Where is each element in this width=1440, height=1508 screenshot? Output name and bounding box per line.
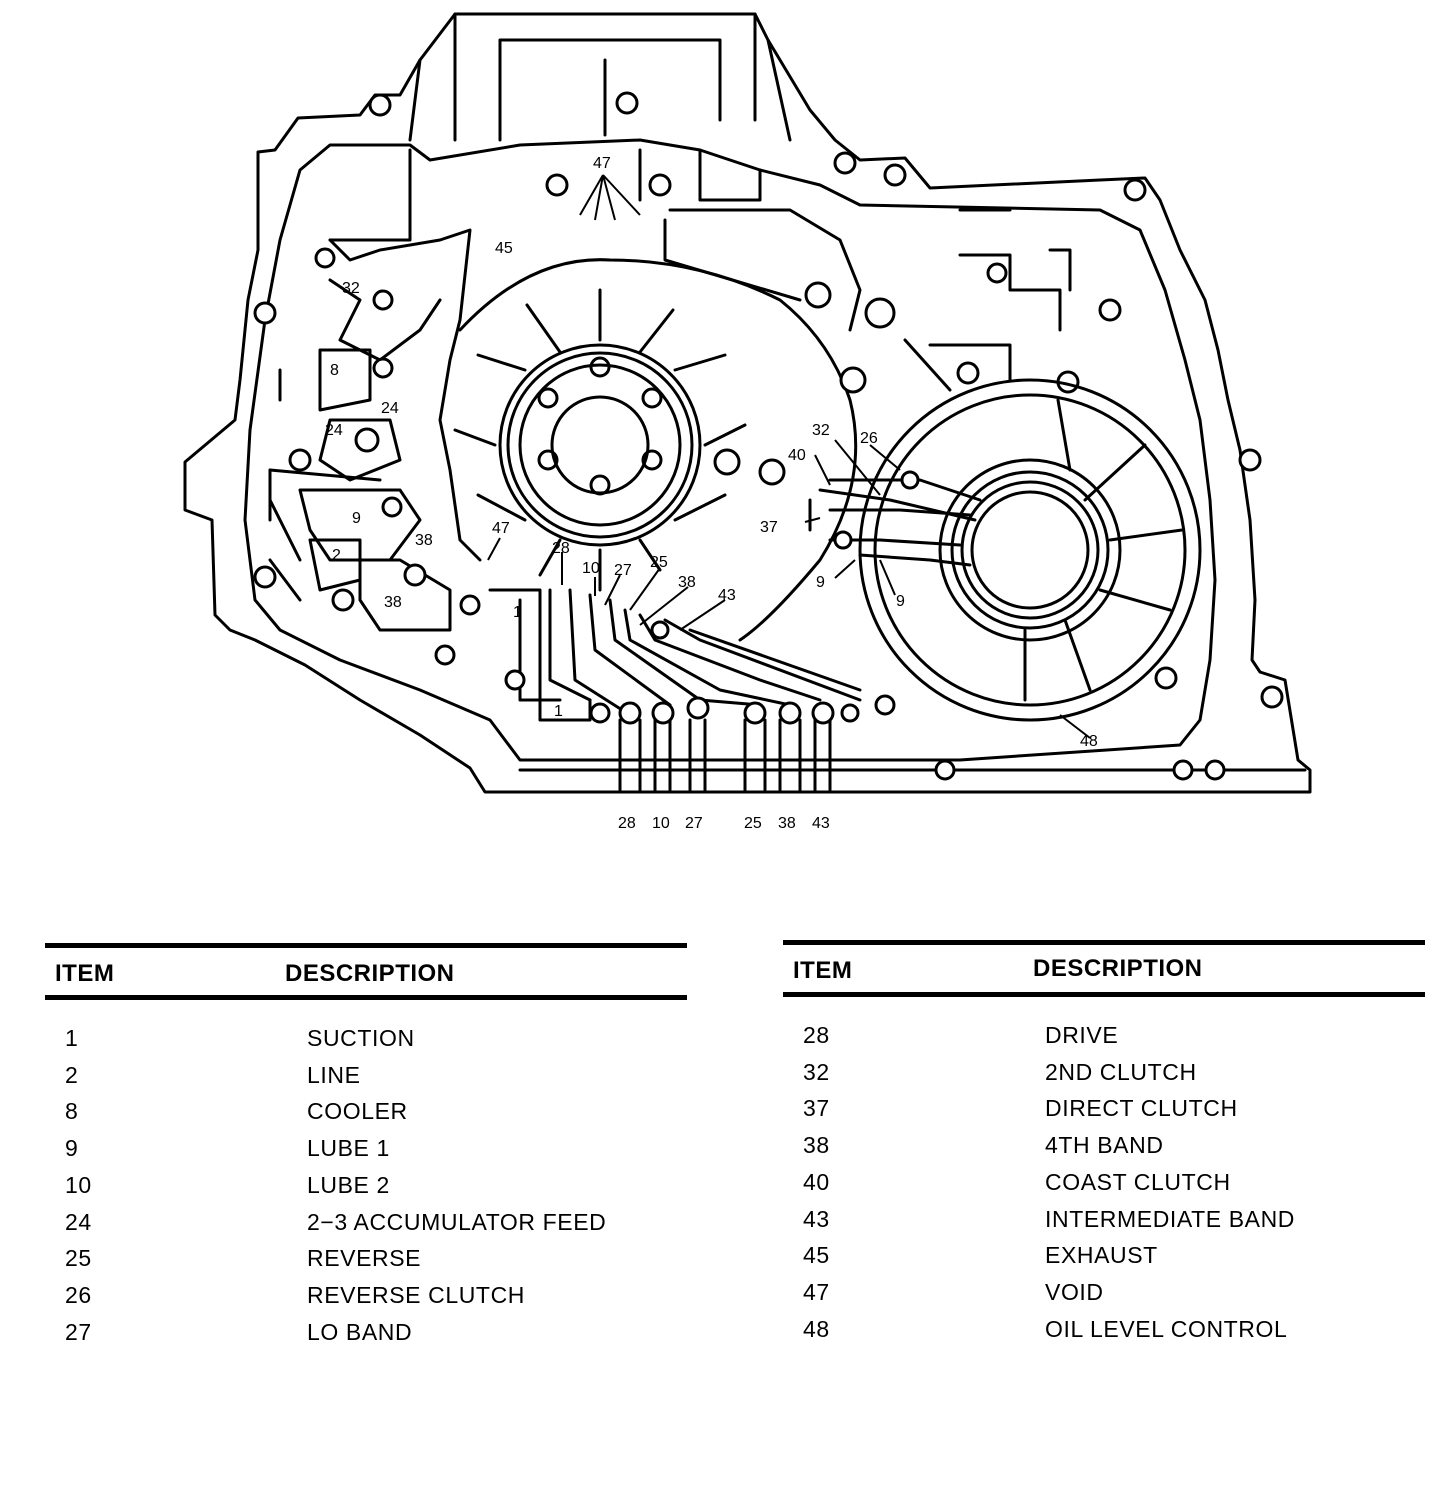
legend-left-header-rule [45,995,687,1000]
callout-27-bottom: 27 [685,815,703,832]
legend-left-item-number: 1 [65,1025,79,1051]
legend-right-item-description: 2ND CLUTCH [1045,1058,1197,1085]
legend-right-item-description: VOID [1045,1278,1104,1305]
legend-right-item-number: 47 [803,1278,830,1305]
legend-right-item-number: 40 [803,1168,830,1195]
callout-1-lower: 1 [554,703,563,720]
callout-40: 40 [788,447,806,464]
callout-47-top: 47 [593,155,611,172]
legend-left-item-description: LINE [307,1061,361,1088]
legend-right-description-header: DESCRIPTION [1033,955,1203,982]
legend-right-item-description: OIL LEVEL CONTROL [1045,1315,1288,1342]
legend-left-item-description: REVERSE CLUTCH [307,1281,525,1308]
callout-43-middle: 43 [718,587,736,604]
legend-right-item-number: 38 [803,1132,830,1159]
legend-left-item-number: 26 [65,1281,92,1308]
legend-left-item-description: SUCTION [307,1025,415,1051]
legend-left-item-number: 2 [65,1061,79,1088]
legend-left-item-number: 10 [65,1171,92,1198]
legend-right-header-rule [783,992,1425,997]
legend-right-item-number: 45 [803,1242,830,1269]
callout-24-left: 24 [325,422,343,439]
legend-left-item-description: COOLER [307,1098,408,1125]
legend-left-item-header: ITEM [55,960,115,987]
callout-10-middle: 10 [582,560,600,577]
callout-10-bottom: 10 [652,815,670,832]
inner-contour [243,138,1217,762]
legend-left-item-number: 27 [65,1318,92,1345]
callout-27-middle: 27 [614,562,632,579]
callout-38-lower: 38 [384,594,402,611]
left-shaft-bore [550,395,650,495]
legend-right-item-description: DRIVE [1045,1022,1119,1048]
legend-right-item-description: DIRECT CLUTCH [1045,1095,1238,1122]
callout-32-left: 32 [342,280,360,297]
callout-28-middle: 28 [552,540,570,557]
legend-left-item-number: 9 [65,1135,79,1162]
legend-right-item-description: EXHAUST [1045,1242,1158,1269]
callout-9-left: 9 [352,510,361,527]
legend-right-item-header: ITEM [793,957,853,984]
legend-left-item-description: 2−3 ACCUMULATOR FEED [307,1208,607,1235]
callout-48: 48 [1080,733,1098,750]
legend-right-item-number: 28 [803,1022,830,1048]
legend-right-item-description: COAST CLUTCH [1045,1168,1231,1195]
legend-left-description-header: DESCRIPTION [285,960,455,987]
legend-left-top-rule [45,943,687,948]
legend-right-item-number: 32 [803,1058,830,1085]
callout-labels: 47 45 32 8 24 24 9 2 38 38 47 1 1 28 10 … [325,155,1098,832]
legend-right-item-description: 4TH BAND [1045,1132,1164,1159]
callout-26: 26 [860,430,878,447]
callout-38-middle: 38 [678,574,696,591]
legend-left-item-description: REVERSE [307,1245,422,1272]
callout-24-right: 24 [381,400,399,417]
legend-right-item-description: INTERMEDIATE BAND [1045,1205,1296,1232]
callout-32-right: 32 [812,422,830,439]
legend-left-item-description: LO BAND [307,1318,413,1345]
callout-25-middle: 25 [650,554,668,571]
legend-left-item-number: 24 [65,1208,92,1235]
callout-9-right-a: 9 [816,574,825,591]
callout-38-bottom: 38 [778,815,796,832]
callout-9-right-b: 9 [896,593,905,610]
callout-8: 8 [330,362,339,379]
left-spokes [453,288,747,592]
callout-2: 2 [332,547,341,564]
legend-right-item-number: 43 [803,1205,830,1232]
transmission-case-diagram: 47 45 32 8 24 24 9 2 38 38 47 1 1 28 10 … [183,12,1312,832]
legend-left-item-description: LUBE 1 [307,1135,390,1162]
callout-47-middle: 47 [492,520,510,537]
right-shaft-bore [970,490,1090,610]
callout-28-bottom: 28 [618,815,636,832]
legend-left-item-number: 25 [65,1245,92,1272]
legend-right-top-rule [783,940,1425,945]
callout-1-upper: 1 [513,604,522,621]
legend-left-item-description: LUBE 2 [307,1171,390,1198]
callout-38-upper: 38 [415,532,433,549]
callout-43-bottom: 43 [812,815,830,832]
right-spokes [1023,398,1184,702]
callout-25-bottom: 25 [744,815,762,832]
legend-right-item-number: 37 [803,1095,830,1122]
callout-37: 37 [760,519,778,536]
legend-left-item-number: 8 [65,1098,79,1125]
callout-45: 45 [495,240,513,257]
case-outline [183,12,1312,794]
legend-right-item-number: 48 [803,1315,830,1342]
